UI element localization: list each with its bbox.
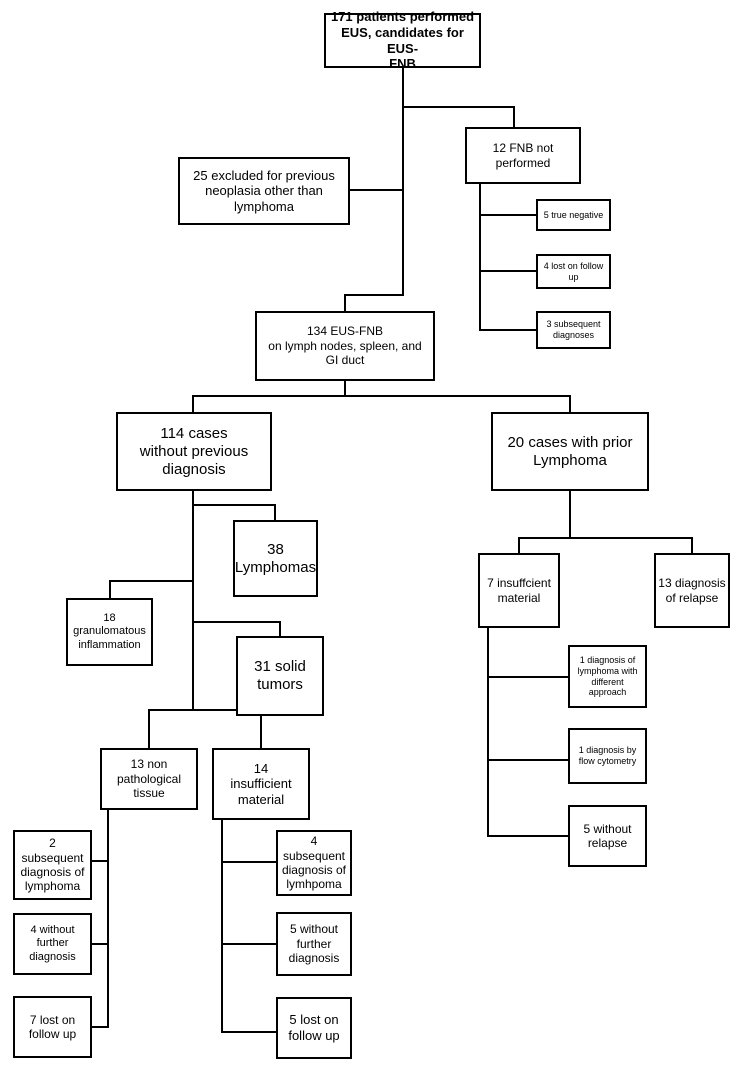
node-subsequent-diagnoses-3: 3 subsequent diagnoses (536, 311, 611, 349)
node-without-further-4: 4 without further diagnosis (13, 913, 92, 975)
node-without-relapse-5: 5 without relapse (568, 805, 647, 867)
node-insuffcient-7: 7 insuffcient material (478, 553, 560, 628)
node-non-pathological-13: 13 non pathological tissue (100, 748, 198, 810)
node-lymphomas-38: 38 Lymphomas (233, 520, 318, 597)
node-root-171-patients: 171 patients performed EUS, candidates f… (324, 9, 481, 71)
node-cases-20-prior-lymphoma: 20 cases with prior Lymphoma (491, 412, 649, 491)
node-lost-follow-up-4: 4 lost on follow up (536, 254, 611, 289)
node-lost-follow-up-5: 5 lost on follow up (276, 997, 352, 1059)
node-lost-follow-up-7: 7 lost on follow up (13, 996, 92, 1058)
node-true-negative-5: 5 true negative (536, 199, 611, 231)
node-lymphoma-different-approach-1: 1 diagnosis of lymphoma with different a… (568, 645, 647, 708)
node-excluded-25: 25 excluded for previous neoplasia other… (178, 157, 350, 225)
node-subsequent-lymhpoma-4: 4 subsequent diagnosis of lymhpoma (276, 830, 352, 896)
node-cases-114: 114 cases without previous diagnosis (116, 412, 272, 491)
node-solid-tumors-31: 31 solid tumors (236, 636, 324, 716)
node-flow-cytometry-1: 1 diagnosis by flow cytometry (568, 728, 647, 784)
node-granulomatous-18: 18 granulomatous inflammation (66, 598, 153, 666)
node-subsequent-lymphoma-2: 2 subsequent diagnosis of lymphoma (13, 830, 92, 900)
node-relapse-13: 13 diagnosis of relapse (654, 553, 730, 628)
node-without-further-5: 5 without further diagnosis (276, 912, 352, 976)
node-fnb-not-performed-12: 12 FNB not performed (465, 127, 581, 184)
node-eus-fnb-134: 134 EUS-FNB on lymph nodes, spleen, and … (255, 311, 435, 381)
node-insufficient-14: 14 insufficient material (212, 748, 310, 820)
